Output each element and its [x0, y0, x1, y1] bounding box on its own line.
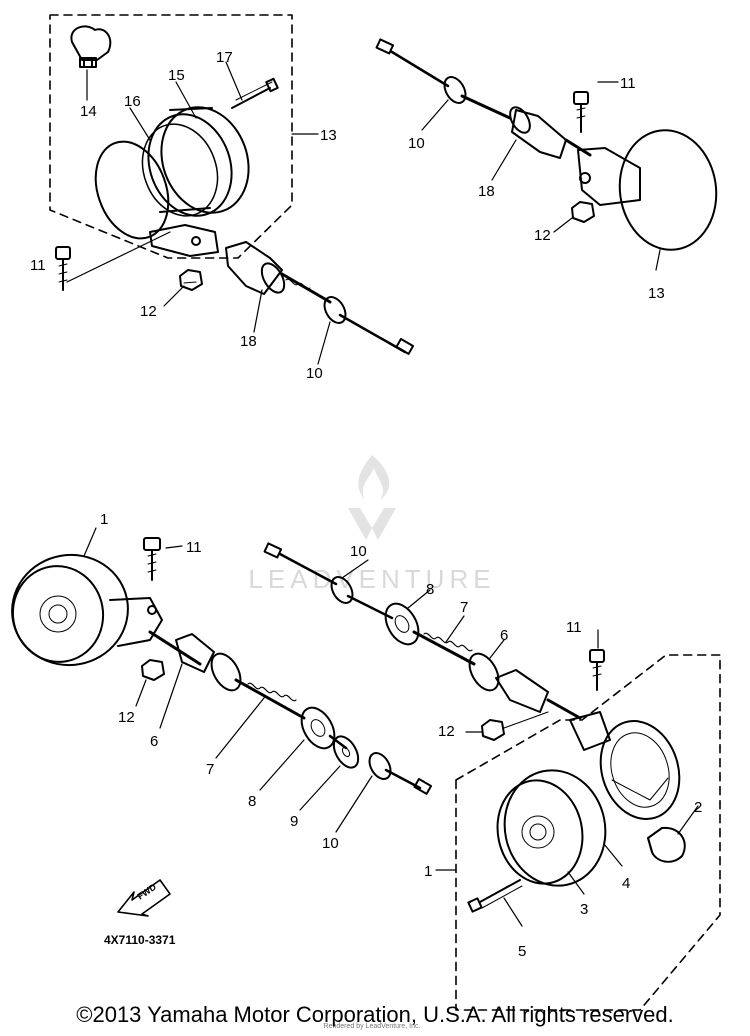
callout-14: 14	[80, 103, 97, 120]
turn-signal-1-left	[11, 553, 163, 667]
watermark-brand: LEADVENTURE	[248, 564, 495, 594]
lens-3	[496, 769, 607, 887]
upper-right-turn-signal-assembly	[375, 38, 718, 251]
bolt-11-lower-left	[143, 537, 161, 581]
diagram-code: 4X7110-3371	[104, 933, 176, 947]
callout-8-lower-right: 8	[426, 581, 434, 598]
copyright-notice: ©2013 Yamaha Motor Corporation, U.S.A. A…	[76, 1002, 674, 1027]
sleeve-18-upper-right	[509, 106, 592, 159]
callout-12-upper-right: 12	[534, 227, 551, 244]
callout-8-lower-left: 8	[248, 793, 256, 810]
spring-7-lower-right	[412, 630, 476, 666]
callout-13-upper-right: 13	[648, 285, 665, 302]
callout-12-lower-right: 12	[438, 723, 455, 740]
housing-13-upper-right	[577, 129, 718, 251]
upper-left-turn-signal-assembly	[49, 14, 415, 355]
callout-11-lower-left: 11	[186, 539, 202, 556]
bulb-2	[647, 826, 686, 863]
callout-18-upper-right: 18	[478, 183, 495, 200]
callout-12-upper-left: 12	[140, 303, 157, 320]
callout-1-lower-right: 1	[424, 863, 432, 880]
callout-17: 17	[216, 49, 233, 66]
callout-10-upper-right: 10	[408, 135, 425, 152]
callout-6-lower-left: 6	[150, 733, 158, 750]
callout-10-lower-right: 10	[350, 543, 367, 560]
lens-15	[94, 140, 170, 240]
bulb-14	[70, 25, 112, 68]
callout-7-lower-left: 7	[206, 761, 214, 778]
grommet-8-lower-right	[384, 602, 420, 646]
callout-7-lower-right: 7	[460, 599, 468, 616]
grommet-10-lower-left	[368, 752, 433, 795]
forward-direction-arrow-icon	[117, 879, 171, 917]
callout-3: 3	[580, 901, 588, 918]
callout-9: 9	[290, 813, 298, 830]
callout-1-lower-left: 1	[100, 511, 108, 528]
grommet-10-upper-left	[323, 296, 415, 355]
leadventure-watermark: LEADVENTURE Rendered by LeadVenture, Inc…	[248, 455, 495, 1030]
sleeve-6-lower-right	[468, 652, 582, 720]
lower-right-turn-signal-assembly	[263, 542, 721, 1011]
callouts: 14 16 15 17 13 11 12 18 10 10 18 11 12 1…	[30, 49, 702, 960]
lower-left-turn-signal-assembly	[11, 537, 433, 795]
bolt-11-lower-right	[589, 649, 605, 691]
callout-11-lower-right: 11	[566, 619, 582, 636]
callout-11-upper-right: 11	[620, 75, 636, 92]
callout-12-lower-left: 12	[118, 709, 135, 726]
callout-4: 4	[622, 875, 630, 892]
callout-11-upper-left: 11	[30, 257, 46, 274]
sleeve-6-lower-left	[148, 630, 242, 692]
cable-connector-upper-right	[375, 38, 450, 88]
cable-connector-lower-right	[263, 542, 338, 586]
callout-10-upper-left: 10	[306, 365, 323, 382]
callout-2: 2	[694, 799, 702, 816]
callout-5: 5	[518, 943, 526, 960]
callout-6-lower-right: 6	[500, 627, 508, 644]
watermark-credit: Rendered by LeadVenture, Inc.	[324, 1023, 421, 1030]
bolt-11-upper-right	[573, 91, 589, 133]
nut-12-upper-left	[179, 269, 203, 291]
leader-lines	[83, 61, 699, 927]
callout-13-upper-left: 13	[320, 127, 337, 144]
spring-7-lower-left	[234, 678, 306, 720]
grommet-10-upper-right	[443, 76, 512, 120]
housing-4	[569, 711, 681, 820]
grommet-10-lower-right	[330, 576, 394, 620]
screw-5	[467, 879, 523, 913]
callout-15: 15	[168, 67, 185, 84]
callout-16: 16	[124, 93, 141, 110]
screw-17	[231, 77, 279, 109]
washer-9	[332, 735, 360, 769]
callout-18-upper-left: 18	[240, 333, 257, 350]
grommet-8-lower-left	[300, 706, 348, 750]
nut-12-lower-right	[481, 711, 549, 741]
nut-12-upper-right	[571, 201, 595, 223]
rim-16	[141, 123, 219, 217]
bolt-11-upper-left	[55, 231, 171, 291]
nut-12-lower-left	[141, 659, 165, 681]
sleeve-18-upper-left	[225, 241, 332, 304]
callout-10-lower-left: 10	[322, 835, 339, 852]
